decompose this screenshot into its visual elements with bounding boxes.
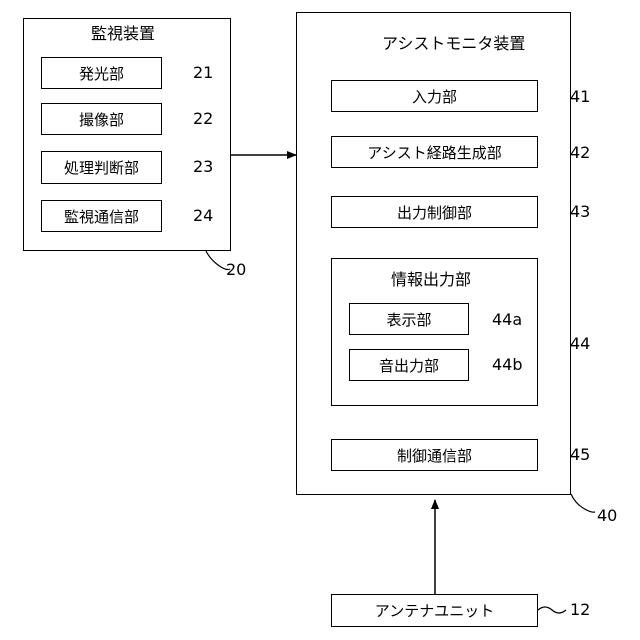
display-label: 表示部 bbox=[386, 309, 431, 330]
output-control-unit: 出力制御部 bbox=[331, 196, 538, 228]
ref-41: 41 bbox=[570, 87, 590, 107]
processing-judgment-label: 処理判断部 bbox=[64, 157, 139, 178]
ref-42: 42 bbox=[570, 143, 590, 163]
ref-20: 20 bbox=[226, 260, 246, 280]
ref-40: 40 bbox=[597, 506, 617, 526]
ref-44: 44 bbox=[570, 334, 590, 354]
imaging-unit: 撮像部 bbox=[41, 103, 162, 135]
ref-23: 23 bbox=[193, 157, 213, 177]
leader-40 bbox=[571, 494, 595, 512]
monitoring-comm-unit: 監視通信部 bbox=[41, 200, 162, 232]
imaging-label: 撮像部 bbox=[79, 109, 124, 130]
monitoring-device-title: 監視装置 bbox=[91, 24, 155, 44]
light-emitter-unit: 発光部 bbox=[41, 57, 162, 89]
route-generation-label: アシスト経路生成部 bbox=[367, 142, 501, 163]
ref-45: 45 bbox=[570, 445, 590, 465]
output-control-label: 出力制御部 bbox=[397, 202, 472, 223]
assist-monitor-title: アシストモニタ装置 bbox=[382, 34, 525, 54]
input-unit: 入力部 bbox=[331, 80, 538, 112]
ref-44a: 44a bbox=[492, 310, 522, 330]
sound-output-label: 音出力部 bbox=[379, 355, 439, 376]
processing-judgment-unit: 処理判断部 bbox=[41, 151, 162, 184]
ref-44b: 44b bbox=[492, 355, 523, 375]
ref-24: 24 bbox=[193, 206, 213, 226]
sound-output-unit: 音出力部 bbox=[349, 349, 469, 381]
light-emitter-label: 発光部 bbox=[79, 63, 124, 84]
antenna-label: アンテナユニット bbox=[375, 600, 494, 621]
info-output-title: 情報出力部 bbox=[391, 270, 471, 290]
monitoring-comm-label: 監視通信部 bbox=[64, 206, 139, 227]
ref-12: 12 bbox=[570, 600, 590, 620]
ref-21: 21 bbox=[193, 63, 213, 83]
route-generation-unit: アシスト経路生成部 bbox=[331, 136, 538, 168]
ref-43: 43 bbox=[570, 202, 590, 222]
control-comm-unit: 制御通信部 bbox=[331, 439, 538, 471]
antenna-unit: アンテナユニット bbox=[331, 594, 538, 627]
display-unit: 表示部 bbox=[349, 303, 469, 335]
leader-12 bbox=[538, 607, 566, 613]
control-comm-label: 制御通信部 bbox=[397, 445, 472, 466]
ref-22: 22 bbox=[193, 109, 213, 129]
input-label: 入力部 bbox=[412, 86, 457, 107]
